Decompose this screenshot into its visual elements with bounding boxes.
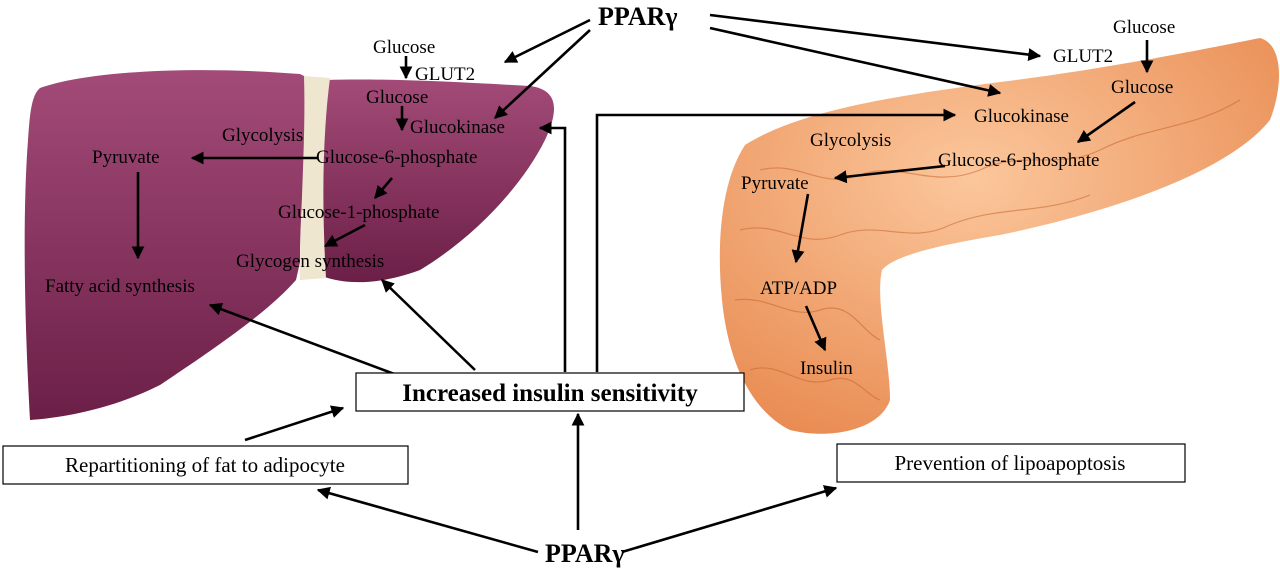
pancreas-glycolysis-label: Glycolysis xyxy=(810,130,891,151)
arrow-sensitivity-to-fatty-acid xyxy=(208,303,406,380)
arrow-ppar-to-pancreas-glut2 xyxy=(709,13,1042,62)
arrow-sensitivity-to-pancreas-glucokinase xyxy=(595,108,957,372)
ppar-labels: PPARγ PPARγ xyxy=(545,2,678,568)
pancreas-vein-4 xyxy=(749,367,881,401)
pancreas-labels: Glucose GLUT2 Glucose Glucokinase Glycol… xyxy=(741,17,1175,379)
liver-g1p-label: Glucose-1-phosphate xyxy=(278,202,439,223)
liver-ligament xyxy=(300,76,330,280)
liver-right-lobe xyxy=(24,70,312,420)
pancreas-glucose-in-label: Glucose xyxy=(1113,17,1175,38)
repartitioning-label: Repartitioning of fat to adipocyte xyxy=(65,453,345,477)
repartitioning-frame xyxy=(2,445,409,485)
liver-glycogen-label: Glycogen synthesis xyxy=(236,251,384,272)
insulin-sensitivity-label: Increased insulin sensitivity xyxy=(402,380,698,407)
liver-glut2-label: GLUT2 xyxy=(415,64,475,85)
insulin-sensitivity-frame xyxy=(355,372,745,412)
pancreas-vein-3 xyxy=(734,298,881,341)
lipoapoptosis-frame xyxy=(836,443,1186,483)
ppar-bottom-label: PPARγ xyxy=(545,539,625,568)
arrow-ppar-to-pancreas-glucokinase xyxy=(709,26,1002,97)
liver-glucokinase-label: Glucokinase xyxy=(410,117,505,138)
pancreas-insulin-label: Insulin xyxy=(800,358,853,379)
liver-glucose-in-label: Glucose xyxy=(373,37,435,58)
ppar-top-label: PPARγ xyxy=(598,2,678,31)
liver-glucose-label: Glucose xyxy=(366,87,428,108)
liver-left-lobe xyxy=(321,79,555,283)
arrow-ppar-to-liver-glucokinase xyxy=(494,29,591,119)
arrow-liver-g6p-g1p xyxy=(374,177,393,199)
liver-glycolysis-label: Glycolysis xyxy=(222,125,303,146)
pancreas-glucokinase-label: Glucokinase xyxy=(974,106,1069,127)
insulin-sensitivity-box: Increased insulin sensitivity xyxy=(355,372,745,412)
arrow-liver-g1p-glycogen xyxy=(323,223,366,248)
arrow-repartitioning-to-sensitivity xyxy=(244,405,345,442)
pancreas-pyruvate-label: Pyruvate xyxy=(741,173,809,194)
liver-pyruvate-label: Pyruvate xyxy=(92,147,160,168)
pancreas-g6p-label: Glucose-6-phosphate xyxy=(938,150,1099,171)
arrow-pancreas-pyruvate-atp xyxy=(791,193,810,264)
pathway-arrows xyxy=(131,13,1154,554)
pancreas-glut2-label: GLUT2 xyxy=(1053,46,1113,67)
arrow-pancreas-glucose-g6p xyxy=(1076,100,1136,144)
lipoapoptosis-label: Prevention of lipoapoptosis xyxy=(895,451,1126,475)
arrow-ppar-to-liver-glut2 xyxy=(503,18,591,64)
repartitioning-box: Repartitioning of fat to adipocyte xyxy=(2,445,409,485)
liver-labels: Glucose GLUT2 Glucose Glucokinase Glycol… xyxy=(45,37,505,297)
lipoapoptosis-box: Prevention of lipoapoptosis xyxy=(836,443,1186,483)
pancreas-glucose-label: Glucose xyxy=(1111,77,1173,98)
arrow-ppar-bottom-to-repartitioning xyxy=(316,486,539,554)
arrow-sensitivity-to-glycogen xyxy=(381,279,476,371)
pancreas-vein-2 xyxy=(739,194,1091,240)
arrow-ppar-bottom-to-lipoapoptosis xyxy=(621,485,838,554)
arrow-pancreas-atp-insulin xyxy=(804,305,827,352)
liver-g6p-label: Glucose-6-phosphate xyxy=(316,147,477,168)
arrow-sensitivity-to-liver-glucokinase xyxy=(538,121,567,372)
pancreas-atp-adp-label: ATP/ADP xyxy=(760,278,837,299)
pancreas-body xyxy=(719,38,1280,434)
liver-fatty-acid-label: Fatty acid synthesis xyxy=(45,276,195,297)
arrow-pancreas-g6p-pyruvate xyxy=(833,164,946,184)
